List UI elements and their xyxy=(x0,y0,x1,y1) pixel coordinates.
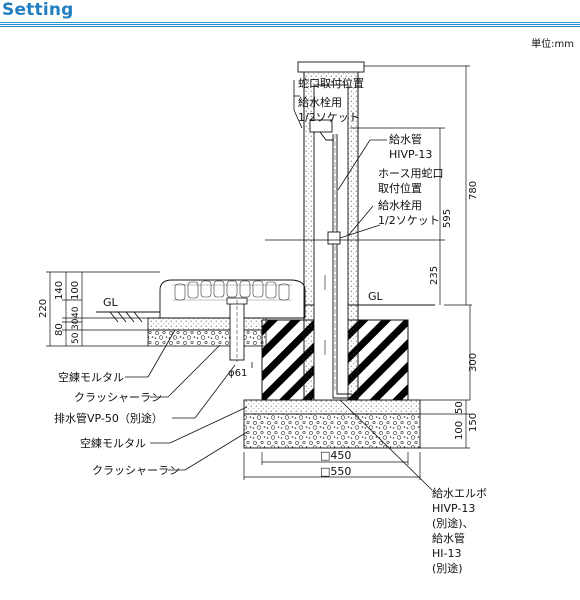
mortar-label-2: 空練モルタル xyxy=(80,436,146,450)
elbow-label-5: HI-13 xyxy=(432,547,461,560)
crusher-label-1: クラッシャーラン xyxy=(74,391,162,404)
elbow-label-2: HIVP-13 xyxy=(432,502,475,515)
elbow-label-1: 給水エルボ xyxy=(432,486,487,500)
socket-top-label: 給水栓用 xyxy=(298,95,342,109)
left-dimensions xyxy=(46,271,160,347)
mortar-left xyxy=(147,317,267,331)
dim-220: 220 xyxy=(38,299,49,318)
right-dimensions xyxy=(265,65,472,449)
crusher-run-base xyxy=(243,413,421,449)
faucet-post xyxy=(297,61,365,401)
drain-pipe-label: 排水管VP-50（別途） xyxy=(54,411,163,425)
drain-pipe xyxy=(226,297,248,362)
dim-300: 300 xyxy=(468,353,479,372)
elbow-label-4: 給水管 xyxy=(432,531,465,545)
crusher-run-left xyxy=(147,329,267,347)
unit-label: 単位:mm xyxy=(531,39,574,50)
title-rule xyxy=(0,22,580,27)
dim-80: 80 xyxy=(54,323,65,336)
gl-left-label: GL xyxy=(103,296,119,309)
hose-faucet-label: ホース用蛇口 xyxy=(378,166,443,180)
crusher-label-2: クラッシャーラン xyxy=(92,464,180,477)
dim-450-label: □450 xyxy=(320,449,351,462)
dim-30: 30 xyxy=(71,318,81,330)
leader-lines xyxy=(125,80,433,491)
dim-100: 100 xyxy=(70,281,81,300)
dim-595: 595 xyxy=(442,209,453,228)
dim-50-right: 50 xyxy=(454,401,465,414)
header: Setting xyxy=(0,0,580,30)
socket-mid-label-2: 1/2ソケット xyxy=(378,214,440,227)
dim-140: 140 xyxy=(54,281,65,300)
dim-50-left: 50 xyxy=(71,332,81,344)
supply-pipe-label-2: HIVP-13 xyxy=(389,148,432,161)
page-title: Setting xyxy=(2,0,74,20)
dim-235: 235 xyxy=(429,266,440,285)
dim-550-label: □550 xyxy=(320,465,351,478)
socket-mid-label: 給水栓用 xyxy=(378,198,422,212)
dim-780: 780 xyxy=(468,181,479,200)
hose-faucet-label-2: 取付位置 xyxy=(378,181,422,195)
faucet-position-label: 蛇口取付位置 xyxy=(298,76,364,90)
supply-pipe-label: 給水管 xyxy=(389,132,422,146)
dim-100-right: 100 xyxy=(454,421,465,440)
dim-40: 40 xyxy=(71,306,81,318)
socket-top-label-2: 1/2ソケット xyxy=(298,111,360,124)
elbow-label-3: (別途)、 xyxy=(432,516,474,530)
pipe-diameter-label: φ61 xyxy=(228,368,247,379)
elbow-label-6: (別途) xyxy=(432,561,463,575)
gl-right-label: GL xyxy=(368,290,384,303)
mortar-base xyxy=(243,399,421,415)
bottom-dimensions xyxy=(243,452,421,480)
dim-150: 150 xyxy=(468,413,479,432)
mortar-label-1: 空練モルタル xyxy=(58,370,124,384)
